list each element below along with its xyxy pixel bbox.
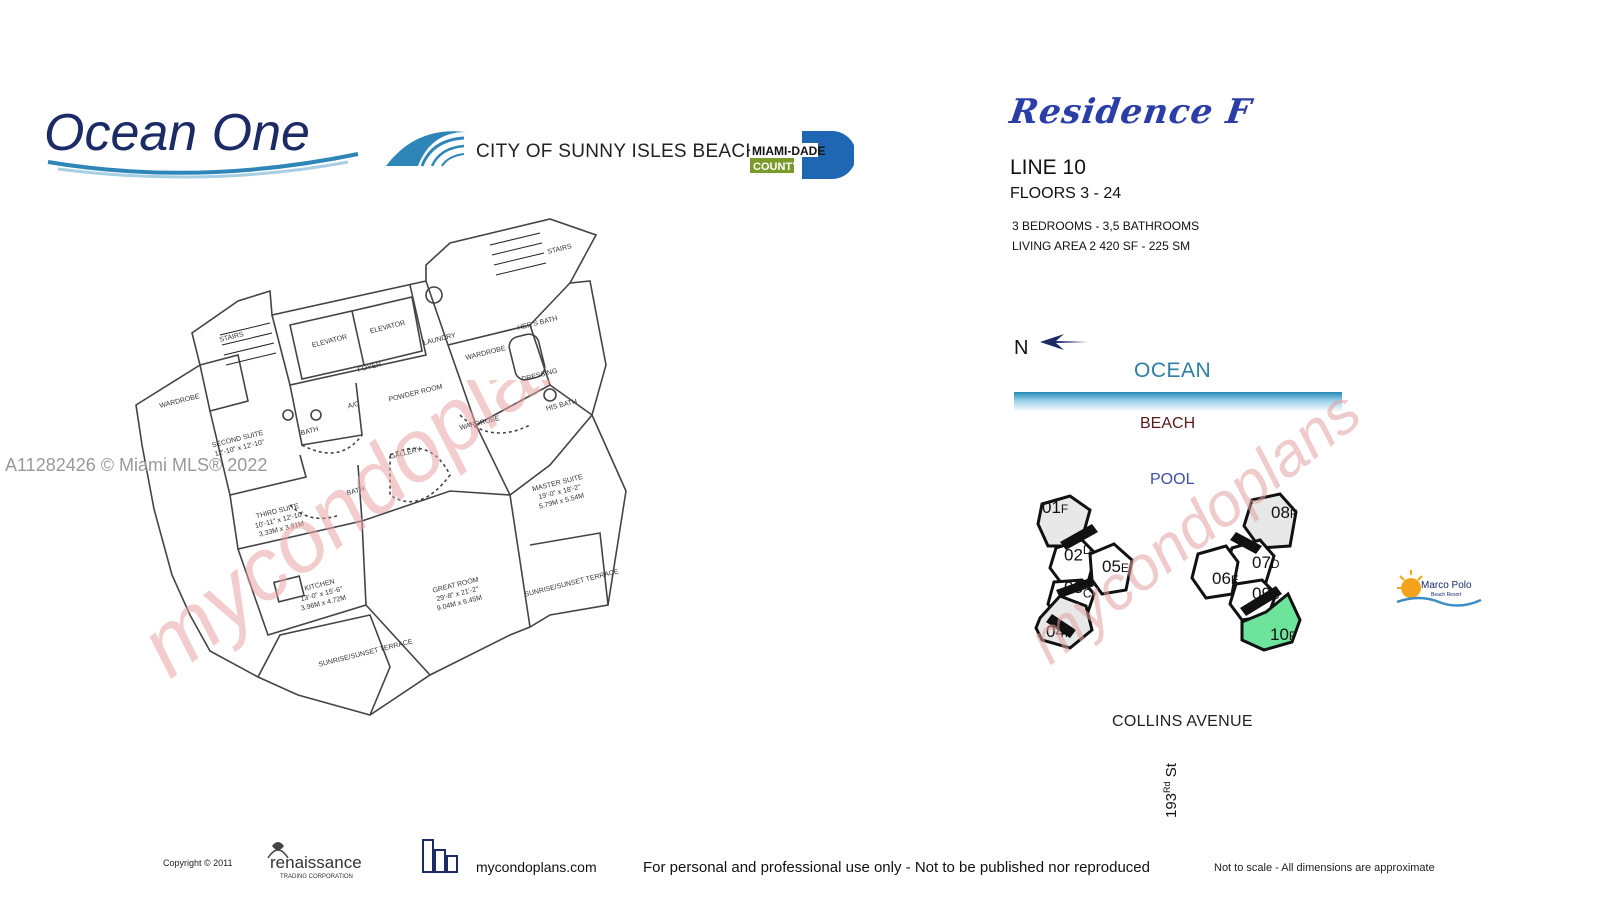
scale-notice: Not to scale - All dimensions are approx… — [1214, 862, 1435, 874]
county-text: COUNTY — [753, 161, 800, 173]
room-label-ac: A/C — [347, 401, 360, 411]
svg-text:mycondoplans: mycondoplans — [1030, 400, 1360, 677]
sunny-isles-wave-icon — [386, 131, 466, 167]
floor-plan-outline — [135, 218, 627, 716]
residence-bedrooms: 3 BEDROOMS - 3,5 BATHROOMS — [1012, 219, 1200, 233]
room-label-foyer: FOYER — [357, 361, 382, 374]
floor-plan: STAIRS STAIRS ELEVATOR ELEVATOR LAUNDRY … — [135, 218, 627, 716]
residence-area: LIVING AREA 2 420 SF - 225 SM — [1012, 239, 1191, 253]
mycondoplans-watermark-right: mycondoplans — [1030, 400, 1360, 677]
unit-09-label: 09C — [1252, 584, 1280, 603]
street-193rd: 193Rd St — [1162, 763, 1180, 818]
street-collins-avenue: COLLINS AVENUE — [1112, 713, 1253, 730]
unit-05-label: 05E — [1102, 557, 1129, 576]
residence-floors: FLOORS 3 - 24 — [1010, 185, 1122, 202]
beach-label: BEACH — [1140, 415, 1196, 432]
unit-06-label: 06E — [1212, 569, 1239, 588]
marco-polo-sub: Beach Resort — [1431, 592, 1462, 598]
city-name: CITY OF SUNNY ISLES BEACH — [476, 141, 760, 162]
mycondoplans-building-icon — [422, 839, 458, 873]
mycondoplans-link[interactable]: mycondoplans.com — [476, 859, 597, 875]
ocean-one-logo: Ocean One — [44, 104, 359, 179]
room-label-stairs-right: STAIRS — [547, 243, 573, 256]
room-label-bath: BATH — [300, 426, 319, 437]
unit-03-label: 03C — [1064, 578, 1092, 601]
mls-watermark: A11282426 © Miami MLS® 2022 — [5, 455, 268, 475]
residence-line: LINE 10 — [1010, 156, 1086, 179]
room-label-elevator-2: ELEVATOR — [369, 320, 406, 336]
room-label-elevator-1: ELEVATOR — [311, 334, 348, 350]
ocean-one-logo-text: Ocean One — [44, 104, 310, 162]
svg-text:mycondoplans: mycondoplans — [130, 380, 629, 695]
miami-dade-text: MIAMI-DADE — [752, 144, 825, 158]
unit-10-label: 10F — [1270, 625, 1297, 644]
unit-02-label: 02D — [1064, 543, 1092, 565]
unit-08-label: 08F — [1271, 503, 1298, 522]
ocean-label: OCEAN — [1134, 359, 1212, 382]
residence-title: Residence F — [1007, 92, 1255, 132]
miami-dade-county-logo: MIAMI-DADE COUNTY — [750, 131, 854, 179]
copyright-text: Copyright © 2011 — [163, 858, 233, 868]
usage-notice: For personal and professional use only -… — [643, 859, 1150, 876]
pool-label: POOL — [1150, 471, 1195, 488]
north-arrow-icon — [1040, 334, 1088, 350]
building-site-plan — [1034, 492, 1302, 652]
renaissance-text: renaissance — [270, 853, 362, 872]
unit-07-label: 07D — [1252, 553, 1280, 572]
unit-10-highlight — [1240, 591, 1302, 652]
renaissance-logo: renaissance TRADING CORPORATION — [267, 842, 362, 880]
renaissance-sub: TRADING CORPORATION — [280, 874, 353, 880]
ocean-band — [1014, 392, 1342, 412]
unit-04-label: 04F — [1046, 622, 1073, 641]
mycondoplans-watermark-left: mycondoplans — [130, 380, 629, 695]
room-label-wardrobe-master: WARDROBE — [465, 345, 507, 362]
marco-polo-text: Marco Polo — [1421, 580, 1472, 591]
unit-01-label: 01F — [1042, 498, 1069, 517]
room-label-stairs-left: STAIRS — [219, 331, 245, 344]
marco-polo-logo: Marco Polo Beach Resort — [1396, 570, 1482, 607]
north-label: N — [1014, 337, 1029, 359]
room-label-bath-2: BATH — [346, 486, 365, 497]
